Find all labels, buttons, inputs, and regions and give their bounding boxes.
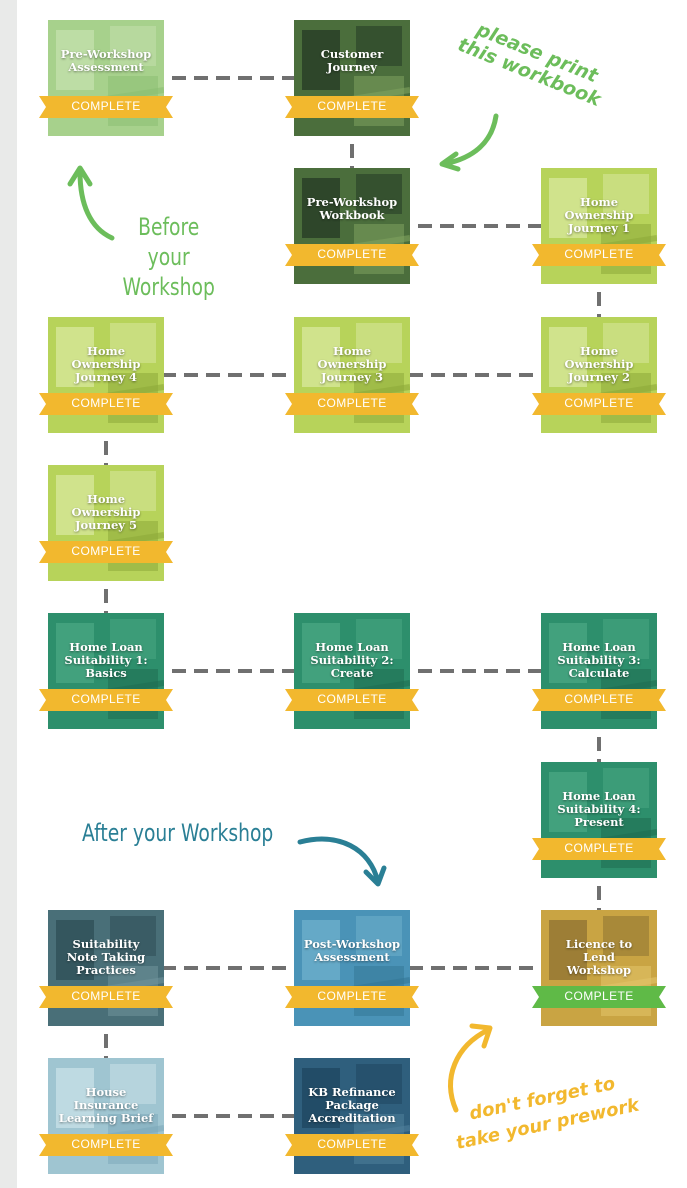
module-tile-post-workshop-assessment[interactable]: Post-Workshop Assessment bbox=[294, 910, 410, 1026]
status-badge: COMPLETE bbox=[564, 692, 634, 706]
status-ribbon-suitability-note-taking-practices: COMPLETE bbox=[39, 986, 173, 1008]
status-badge: COMPLETE bbox=[317, 1137, 387, 1151]
status-badge: COMPLETE bbox=[564, 396, 634, 410]
module-title: House Insurance Learning Brief bbox=[58, 1085, 154, 1125]
module-title: Pre-Workshop Workbook bbox=[306, 195, 398, 222]
module-title: Home Ownership Journey 4 bbox=[71, 344, 141, 384]
module-tile-house-insurance-learning-brief[interactable]: House Insurance Learning Brief bbox=[48, 1058, 164, 1174]
module-tile-customer-journey[interactable]: Customer Journey bbox=[294, 20, 410, 136]
status-badge: COMPLETE bbox=[317, 247, 387, 261]
status-badge: COMPLETE bbox=[317, 396, 387, 410]
status-badge: COMPLETE bbox=[71, 692, 141, 706]
module-title: Home Loan Suitability 2: Create bbox=[310, 640, 394, 680]
status-ribbon-home-loan-suitability-4: COMPLETE bbox=[532, 838, 666, 860]
module-title: Home Ownership Journey 5 bbox=[71, 492, 141, 532]
status-ribbon-home-ownership-journey-1: COMPLETE bbox=[532, 244, 666, 266]
status-badge: COMPLETE bbox=[317, 99, 387, 113]
status-ribbon-pre-workshop-assessment: COMPLETE bbox=[39, 96, 173, 118]
after-workshop-arrow-icon bbox=[297, 836, 387, 887]
status-badge: COMPLETE bbox=[564, 841, 634, 855]
module-title: Pre-Workshop Assessment bbox=[60, 47, 152, 74]
status-ribbon-kb-refinance-package-accreditation: COMPLETE bbox=[285, 1134, 419, 1156]
after-workshop-note: After your Workshop bbox=[82, 819, 274, 847]
status-badge: COMPLETE bbox=[71, 99, 141, 113]
module-title: Home Loan Suitability 3: Calculate bbox=[557, 640, 641, 680]
module-tile-home-loan-suitability-2[interactable]: Home Loan Suitability 2: Create bbox=[294, 613, 410, 729]
status-ribbon-house-insurance-learning-brief: COMPLETE bbox=[39, 1134, 173, 1156]
module-tile-home-loan-suitability-4[interactable]: Home Loan Suitability 4: Present bbox=[541, 762, 657, 878]
please-print-arrow-icon bbox=[439, 113, 499, 172]
module-tile-kb-refinance-package-accreditation[interactable]: KB Refinance Package Accreditation bbox=[294, 1058, 410, 1174]
module-title: Post-Workshop Assessment bbox=[303, 937, 401, 964]
status-badge: COMPLETE bbox=[71, 989, 141, 1003]
status-badge: COMPLETE bbox=[317, 989, 387, 1003]
status-badge: COMPLETE bbox=[71, 1137, 141, 1151]
status-ribbon-post-workshop-assessment: COMPLETE bbox=[285, 986, 419, 1008]
module-tile-home-loan-suitability-3[interactable]: Home Loan Suitability 3: Calculate bbox=[541, 613, 657, 729]
module-tile-home-ownership-journey-5[interactable]: Home Ownership Journey 5 bbox=[48, 465, 164, 581]
module-tile-suitability-note-taking-practices[interactable]: Suitability Note Taking Practices bbox=[48, 910, 164, 1026]
status-badge: COMPLETE bbox=[564, 989, 634, 1003]
status-ribbon-customer-journey: COMPLETE bbox=[285, 96, 419, 118]
status-ribbon-home-ownership-journey-2: COMPLETE bbox=[532, 393, 666, 415]
module-tile-pre-workshop-workbook[interactable]: Pre-Workshop Workbook bbox=[294, 168, 410, 284]
status-ribbon-home-loan-suitability-3: COMPLETE bbox=[532, 689, 666, 711]
module-title: Licence to Lend Workshop bbox=[565, 937, 633, 977]
module-title: Home Ownership Journey 2 bbox=[564, 344, 634, 384]
status-ribbon-home-ownership-journey-3: COMPLETE bbox=[285, 393, 419, 415]
status-badge: COMPLETE bbox=[317, 692, 387, 706]
module-title: Home Loan Suitability 1: Basics bbox=[64, 640, 148, 680]
module-title: Home Ownership Journey 3 bbox=[317, 344, 387, 384]
before-workshop-note: Before your Workshop bbox=[122, 213, 215, 301]
status-ribbon-home-loan-suitability-1: COMPLETE bbox=[39, 689, 173, 711]
module-tile-home-ownership-journey-2[interactable]: Home Ownership Journey 2 bbox=[541, 317, 657, 433]
module-tile-licence-to-lend-workshop[interactable]: Licence to Lend Workshop bbox=[541, 910, 657, 1026]
status-badge: COMPLETE bbox=[71, 396, 141, 410]
status-ribbon-home-ownership-journey-4: COMPLETE bbox=[39, 393, 173, 415]
module-title: Home Ownership Journey 1 bbox=[564, 195, 634, 235]
module-tile-home-ownership-journey-4[interactable]: Home Ownership Journey 4 bbox=[48, 317, 164, 433]
module-title: KB Refinance Package Accreditation bbox=[308, 1085, 396, 1125]
module-title: Customer Journey bbox=[320, 47, 384, 74]
status-ribbon-home-loan-suitability-2: COMPLETE bbox=[285, 689, 419, 711]
status-badge: COMPLETE bbox=[564, 247, 634, 261]
module-title: Home Loan Suitability 4: Present bbox=[557, 789, 641, 829]
before-workshop-arrow-icon bbox=[67, 165, 115, 241]
status-ribbon-licence-to-lend-workshop: COMPLETE bbox=[532, 986, 666, 1008]
status-badge: COMPLETE bbox=[71, 544, 141, 558]
module-title: Suitability Note Taking Practices bbox=[66, 937, 146, 977]
status-ribbon-home-ownership-journey-5: COMPLETE bbox=[39, 541, 173, 563]
status-ribbon-pre-workshop-workbook: COMPLETE bbox=[285, 244, 419, 266]
module-tile-home-ownership-journey-1[interactable]: Home Ownership Journey 1 bbox=[541, 168, 657, 284]
dont-forget-arrow-icon bbox=[448, 1023, 493, 1113]
module-tile-home-loan-suitability-1[interactable]: Home Loan Suitability 1: Basics bbox=[48, 613, 164, 729]
module-tile-pre-workshop-assessment[interactable]: Pre-Workshop Assessment bbox=[48, 20, 164, 136]
module-tile-home-ownership-journey-3[interactable]: Home Ownership Journey 3 bbox=[294, 317, 410, 433]
